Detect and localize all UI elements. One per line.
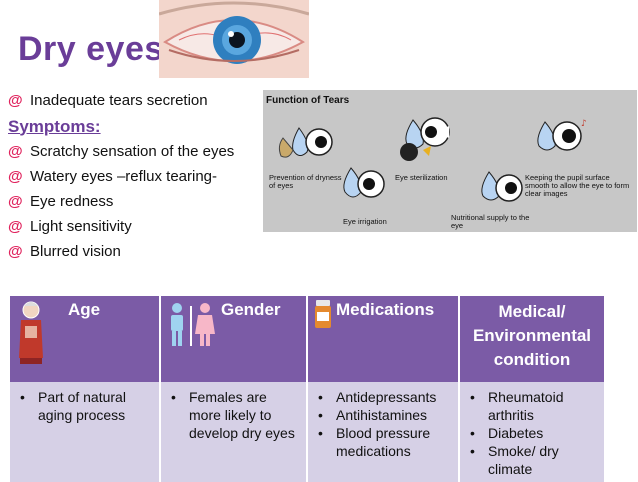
list-item: @ Scratchy sensation of the eyes [8,139,234,164]
medical-environmental-cell: Rheumatoid arthritis Diabetes Smoke/ dry… [459,382,604,482]
list-item: Antihistamines [318,406,452,424]
medications-cell: Antidepressants Antihistamines Blood pre… [307,382,460,482]
table-header-row: Age Gender [10,296,604,382]
table-row: Part of natural aging process Females ar… [10,382,604,482]
list-item: @ Watery eyes –reflux tearing- [8,164,234,189]
caption-sterilization: Eye sterilization [395,173,448,182]
header-medications: Medications [307,296,460,382]
caption-smooth: Keeping the pupil surface smooth to allo… [525,173,630,198]
tear-drop-icon [343,167,385,198]
swirl-bullet-icon: @ [8,193,23,210]
svg-text:♪: ♪ [581,119,587,129]
swirl-bullet-icon: @ [8,218,23,235]
caption-nutrition: Nutritional supply to the eye [451,213,530,230]
list-item: @ Eye redness [8,189,234,214]
list-item: @ Inadequate tears secretion [8,88,234,113]
swirl-bullet-icon: @ [8,168,23,185]
tear-drop-icon [400,117,450,161]
male-female-icon [171,303,215,346]
list-item: Smoke/ dry climate [470,442,598,478]
eye-photo [159,0,309,78]
list-item: Antidepressants [318,388,452,406]
list-item: Part of natural aging process [20,388,153,424]
header-medical-environmental: Medical/ Environmental condition [459,296,604,382]
list-item: Blood pressure medications [318,424,452,460]
symptoms-heading: Symptoms: [8,116,101,136]
list-item: Rheumatoid arthritis [470,388,598,424]
gender-cell: Females are more likely to develop dry e… [160,382,308,482]
tear-drop-icon [481,171,523,202]
header-gender: Gender [160,296,308,382]
list-item: @ Blurred vision [8,239,234,264]
causes-table: Age Gender [10,296,604,482]
bullet-list: @ Inadequate tears secretion Symptoms: @… [8,88,234,264]
swirl-bullet-icon: @ [8,143,23,160]
list-item: Diabetes [470,424,598,442]
elderly-woman-icon [19,301,43,364]
list-item: @ Light sensitivity [8,214,234,239]
caption-irrigation: Eye irrigation [343,217,387,226]
caption-prevention: Prevention of dryness of eyes [269,173,342,190]
header-age: Age [10,296,161,382]
swirl-bullet-icon: @ [8,92,23,109]
figure-title: Function of Tears [266,95,350,106]
age-cell: Part of natural aging process [10,382,161,482]
tear-drop-icon: ♪ [537,119,587,151]
function-of-tears-figure: Function of Tears [263,90,637,232]
tear-drop-icon [278,127,333,158]
page-title: Dry eyes [18,30,164,68]
swirl-bullet-icon: @ [8,243,23,260]
list-item: Females are more likely to develop dry e… [171,388,300,442]
pill-bottle-icon [315,300,331,328]
